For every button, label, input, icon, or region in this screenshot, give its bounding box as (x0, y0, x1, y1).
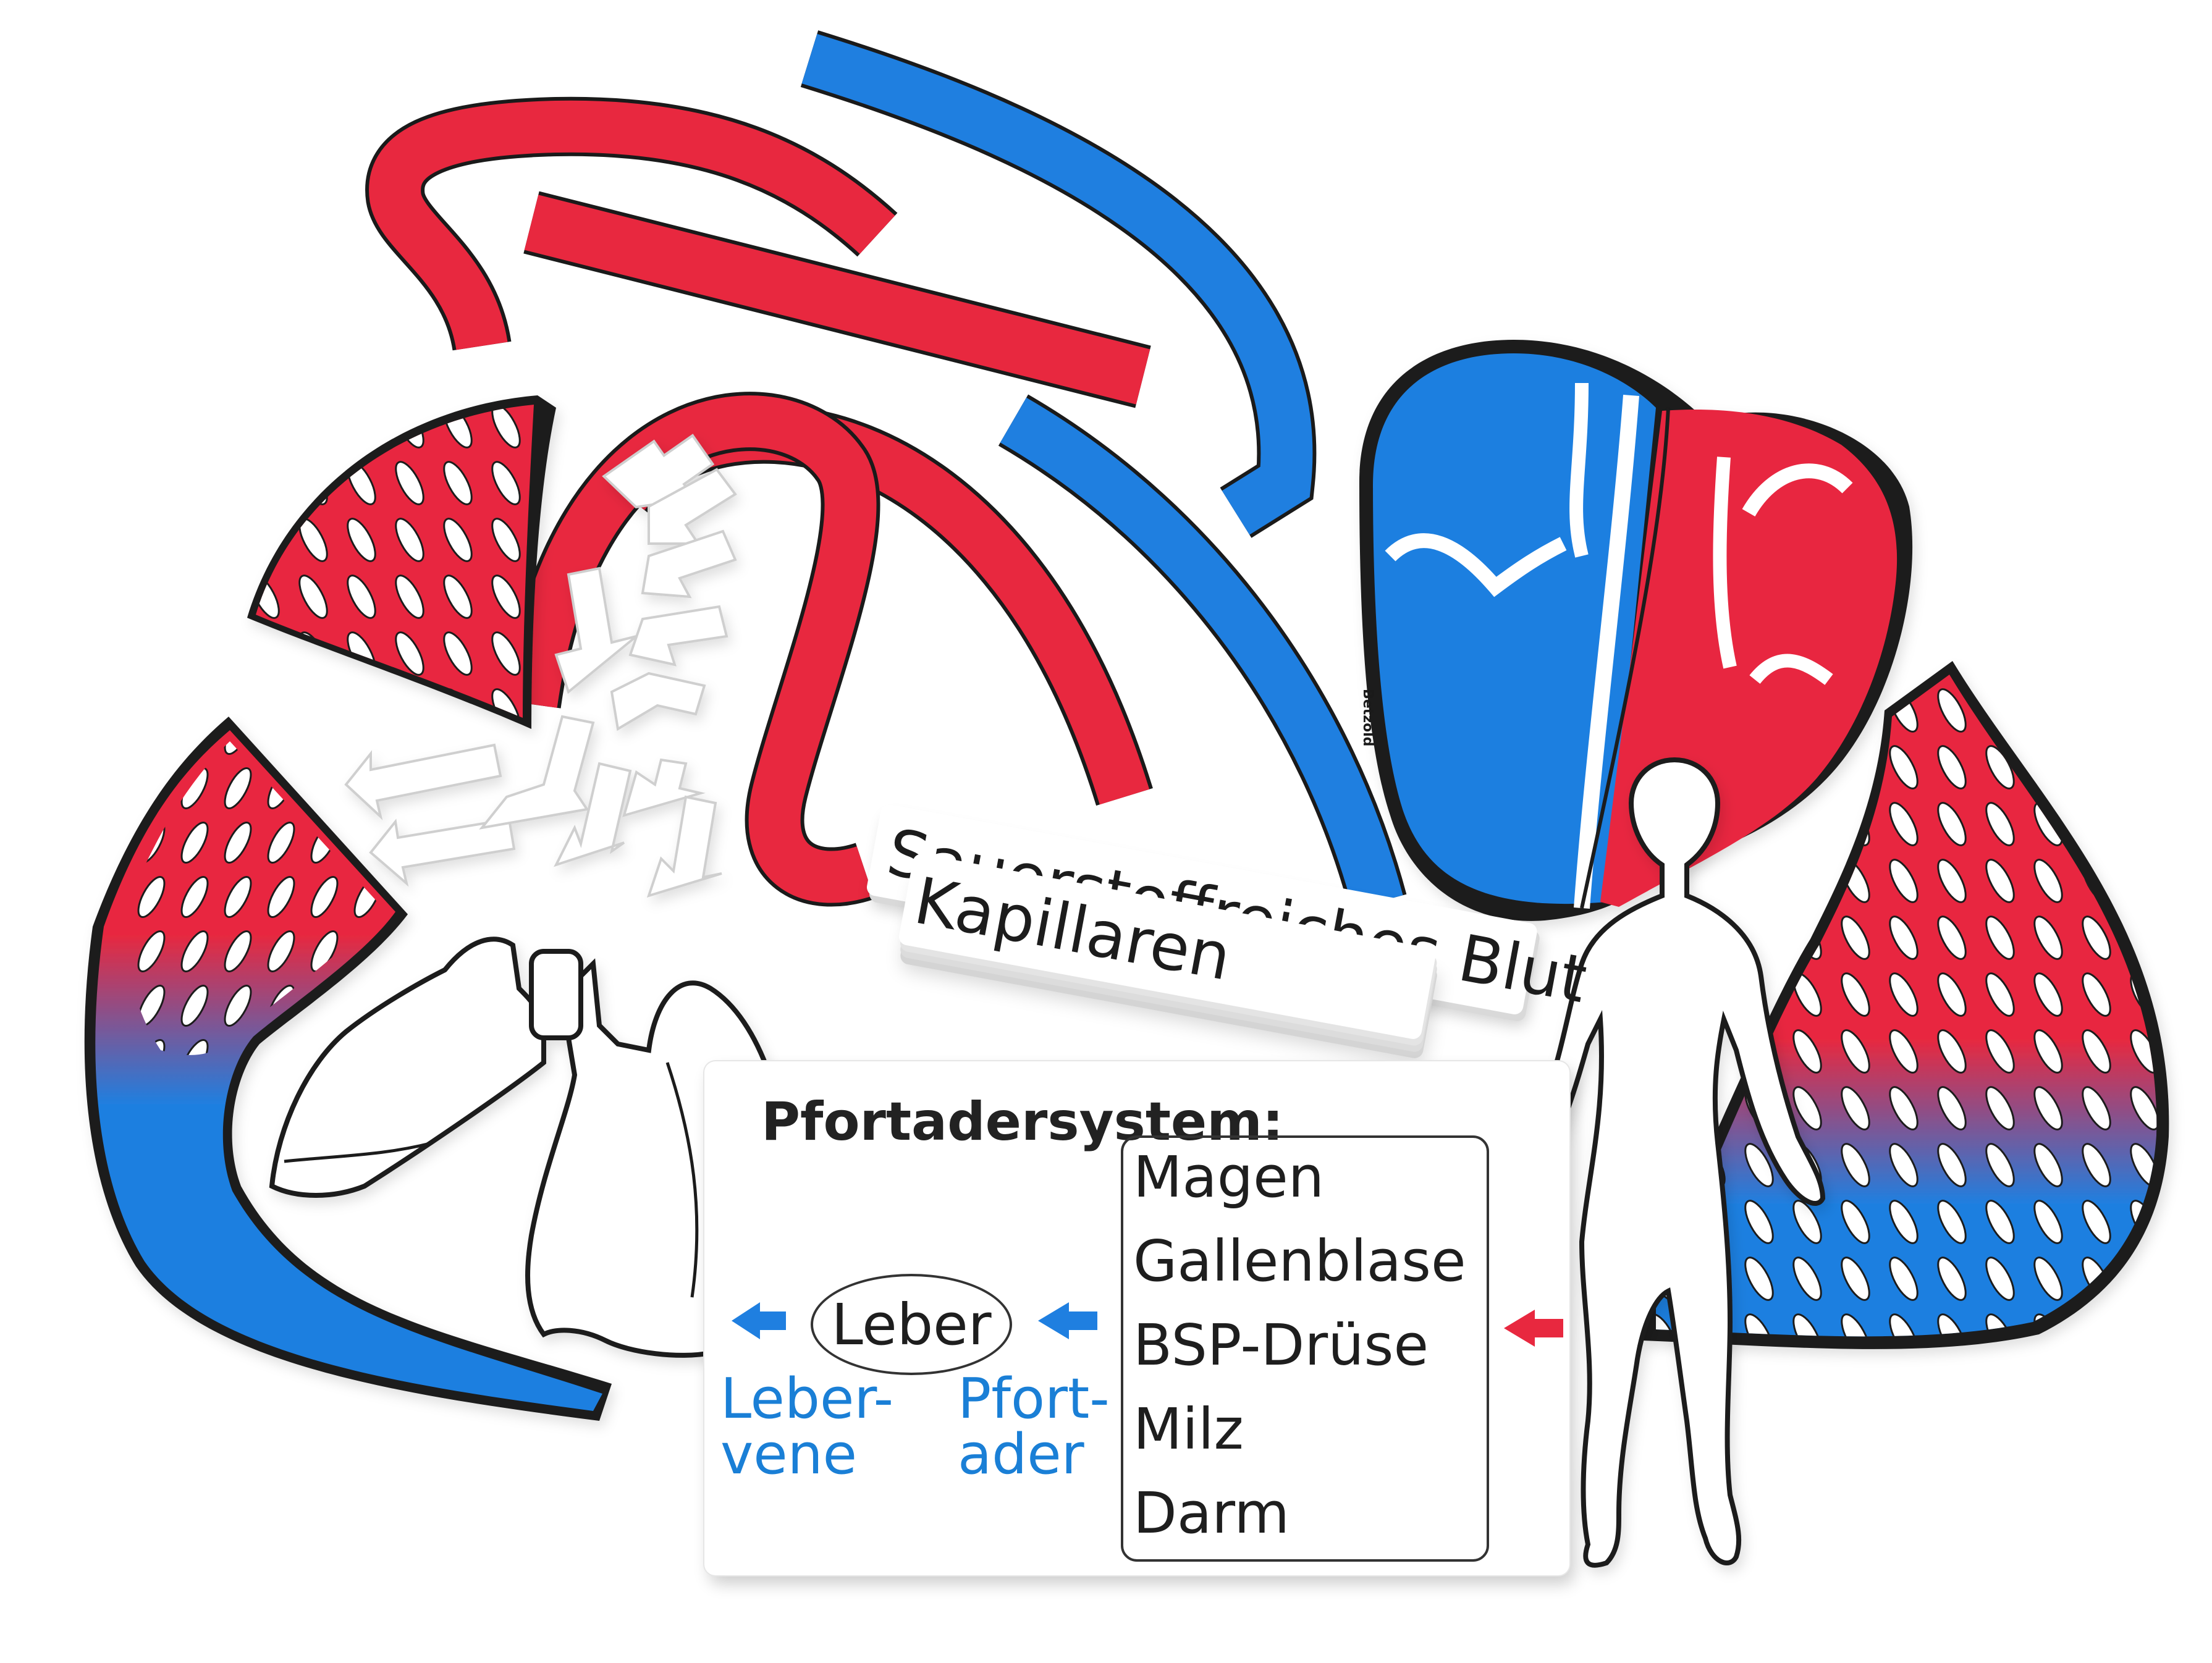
body-capillary-fan-left (84, 717, 612, 1421)
organ-item: Milz (1133, 1396, 1244, 1462)
hepatic-vein-label: Leber- vene (720, 1366, 894, 1487)
portal-system-card[interactable]: Pfortadersystem: Magen Gallenblase BSP-D… (704, 1061, 1569, 1575)
card-title: Pfortadersystem: (761, 1091, 1284, 1153)
organ-item: Magen (1133, 1144, 1325, 1210)
organ-item: BSP-Drüse (1133, 1312, 1429, 1378)
liver-label: Leber (811, 1274, 1012, 1375)
white-arrows (344, 434, 737, 898)
lung-capillary-fan (247, 395, 556, 729)
organ-item: Darm (1133, 1480, 1290, 1546)
blue-arrow-middle-icon (1038, 1302, 1097, 1339)
portal-vein-label: Pfort- ader (958, 1366, 1110, 1487)
red-arrow-icon (1504, 1310, 1563, 1347)
brand-logo: Betzold (1360, 689, 1375, 747)
blue-arrow-left-icon (732, 1302, 786, 1339)
organ-list-box: Magen Gallenblase BSP-Drüse Milz Darm (1121, 1135, 1489, 1562)
organ-item: Gallenblase (1133, 1228, 1466, 1294)
heart (1359, 340, 1913, 921)
